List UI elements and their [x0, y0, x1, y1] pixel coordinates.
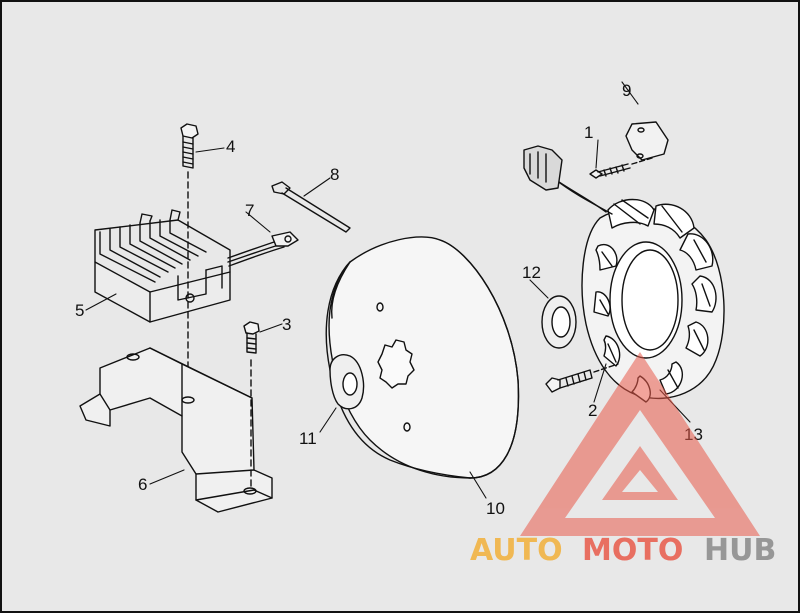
stator	[581, 198, 725, 403]
clamp-9	[625, 121, 669, 161]
rotor	[325, 236, 520, 479]
callout-1: 1	[584, 123, 593, 142]
screw-2	[545, 369, 593, 393]
watermark-hub: HUB	[704, 533, 776, 568]
watermark-auto: AUTO	[470, 533, 563, 568]
callout-3: 3	[282, 315, 291, 334]
callout-11: 11	[299, 429, 317, 448]
watermark-text: AUTO MOTO HUB	[470, 533, 776, 568]
callout-10: 10	[486, 499, 505, 518]
regulator-leads	[227, 231, 299, 267]
spacer-11	[329, 354, 365, 410]
cable-strap	[271, 181, 351, 233]
callout-2: 2	[588, 401, 597, 420]
bolt-3	[243, 321, 260, 354]
watermark-logo	[520, 352, 760, 536]
callout-7: 7	[245, 201, 254, 220]
callout-4: 4	[226, 137, 235, 156]
callout-8: 8	[330, 165, 339, 184]
screw-2-axis	[593, 363, 619, 373]
washer-12	[541, 295, 577, 349]
voltage-regulator	[94, 209, 231, 323]
regulator-bracket	[79, 347, 273, 513]
watermark-moto: MOTO	[582, 533, 683, 568]
callout-6: 6	[138, 475, 147, 494]
callout-9: 9	[622, 81, 631, 100]
callout-5: 5	[75, 301, 84, 320]
screw-1-axis	[631, 157, 653, 165]
screw-1	[589, 163, 631, 179]
bolt-4	[180, 123, 199, 169]
stator-connector	[523, 145, 613, 215]
callout-12: 12	[522, 263, 541, 282]
